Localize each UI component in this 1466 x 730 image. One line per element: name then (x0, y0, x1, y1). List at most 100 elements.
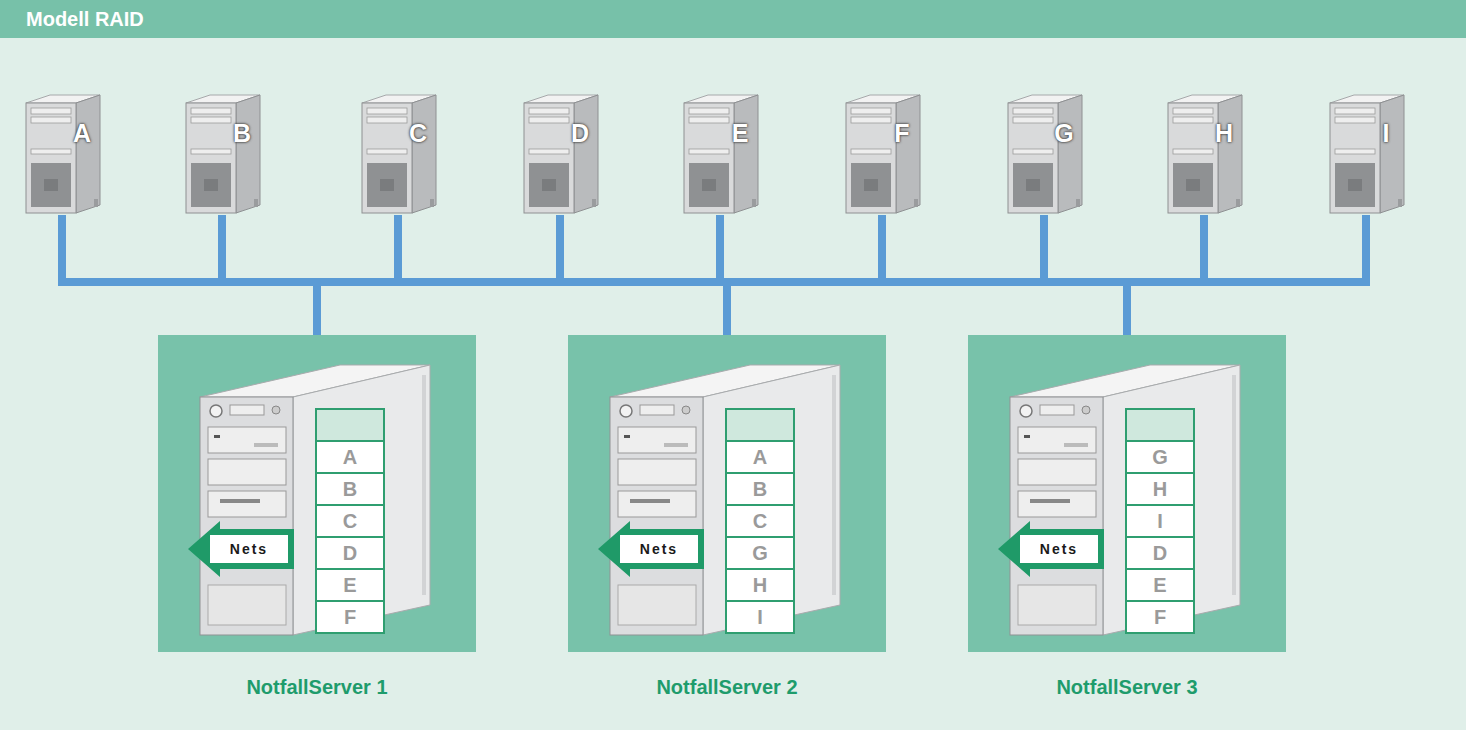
computer-shape (1324, 93, 1408, 215)
disk-letter: I (757, 606, 763, 628)
client-computer: C (356, 93, 440, 215)
computer-letter: C (396, 119, 440, 148)
disk-letter: B (753, 478, 767, 500)
computer-shape (180, 93, 264, 215)
computer-icon (362, 95, 436, 213)
nets-arrow (998, 521, 1104, 577)
network-cable (62, 215, 1127, 335)
client-computer: E (678, 93, 762, 215)
computer-shape (356, 93, 440, 215)
computer-letter: E (718, 119, 762, 148)
computer-shape (1002, 93, 1086, 215)
computer-letter: I (1364, 119, 1408, 148)
disk-letter: I (1157, 510, 1163, 532)
nets-arrow (188, 521, 294, 577)
disk-slot: H (1125, 472, 1195, 506)
computer-icon (186, 95, 260, 213)
client-computer: G (1002, 93, 1086, 215)
disk-letter: B (343, 478, 357, 500)
network-cable (882, 215, 1127, 335)
emergency-server: NotfallServer 2ABCGHI (568, 335, 886, 652)
network-cable (222, 215, 1127, 335)
computer-letter: H (1202, 119, 1246, 148)
network-cable (317, 215, 560, 335)
disk-slot: H (725, 568, 795, 602)
network-cable (560, 215, 1127, 335)
disk-letter: D (343, 542, 357, 564)
emergency-server: NotfallServer 3GHIDEF (968, 335, 1286, 652)
computer-letter: F (880, 119, 924, 148)
network-cable (720, 215, 1127, 335)
empty-slot (315, 408, 385, 442)
network-cable (222, 215, 727, 335)
computer-letter: D (558, 119, 602, 148)
disk-slot: E (1125, 568, 1195, 602)
client-computer: D (518, 93, 602, 215)
network-cable (1127, 215, 1204, 335)
disk-letter: H (1153, 478, 1167, 500)
disk-letter: F (1154, 606, 1166, 628)
disk-letter: G (752, 542, 768, 564)
computer-icon (1330, 95, 1404, 213)
empty-slot (725, 408, 795, 442)
disk-letter: C (753, 510, 767, 532)
nets-arrow (598, 521, 704, 577)
disk-slot: E (315, 568, 385, 602)
disk-letter: H (753, 574, 767, 596)
computer-letter: B (220, 119, 264, 148)
disk-letter: E (1153, 574, 1166, 596)
computer-shape (840, 93, 924, 215)
server-tower (188, 365, 430, 635)
emergency-server: NotfallServer 1ABCDEF (158, 335, 476, 652)
computer-icon (1168, 95, 1242, 213)
server-tower (998, 365, 1240, 635)
network-cable (727, 215, 882, 335)
network-cable (317, 215, 1044, 335)
network-cable (222, 215, 317, 335)
diagram-title: Modell RAID (0, 0, 144, 38)
client-computer: A (20, 93, 104, 215)
computer-shape (518, 93, 602, 215)
client-computer: F (840, 93, 924, 215)
computer-shape (1162, 93, 1246, 215)
disk-slot: B (725, 472, 795, 506)
server-label: NotfallServer 1 (138, 676, 496, 699)
network-cable (317, 215, 1366, 335)
disk-letter: A (343, 446, 357, 468)
empty-slot (1125, 408, 1195, 442)
disk-slot: G (725, 536, 795, 570)
disk-slot: A (315, 440, 385, 474)
server-label: NotfallServer 3 (948, 676, 1306, 699)
network-cable (727, 215, 1366, 335)
computer-icon (846, 95, 920, 213)
disk-slot: F (315, 600, 385, 634)
server-tower (598, 365, 840, 635)
disk-letter: C (343, 510, 357, 532)
computer-icon (1008, 95, 1082, 213)
computer-icon (684, 95, 758, 213)
title-bar: Modell RAID (0, 0, 1466, 38)
network-cable (317, 215, 720, 335)
computer-icon (26, 95, 100, 213)
disk-letter: E (343, 574, 356, 596)
disk-letter: A (753, 446, 767, 468)
network-cable (398, 215, 1127, 335)
network-cable (727, 215, 1204, 335)
computer-shape (678, 93, 762, 215)
computer-icon (524, 95, 598, 213)
disk-slot: D (315, 536, 385, 570)
computer-letter: A (60, 119, 104, 148)
disk-slot: C (725, 504, 795, 538)
network-cable (62, 215, 317, 335)
disk-slot: G (1125, 440, 1195, 474)
computer-letter: G (1042, 119, 1086, 148)
network-cable (560, 215, 727, 335)
client-computer: B (180, 93, 264, 215)
disk-slot: D (1125, 536, 1195, 570)
disk-letter: D (1153, 542, 1167, 564)
server-label: NotfallServer 2 (548, 676, 906, 699)
disk-slot: A (725, 440, 795, 474)
network-cable (727, 215, 1044, 335)
network-cable (1044, 215, 1127, 335)
